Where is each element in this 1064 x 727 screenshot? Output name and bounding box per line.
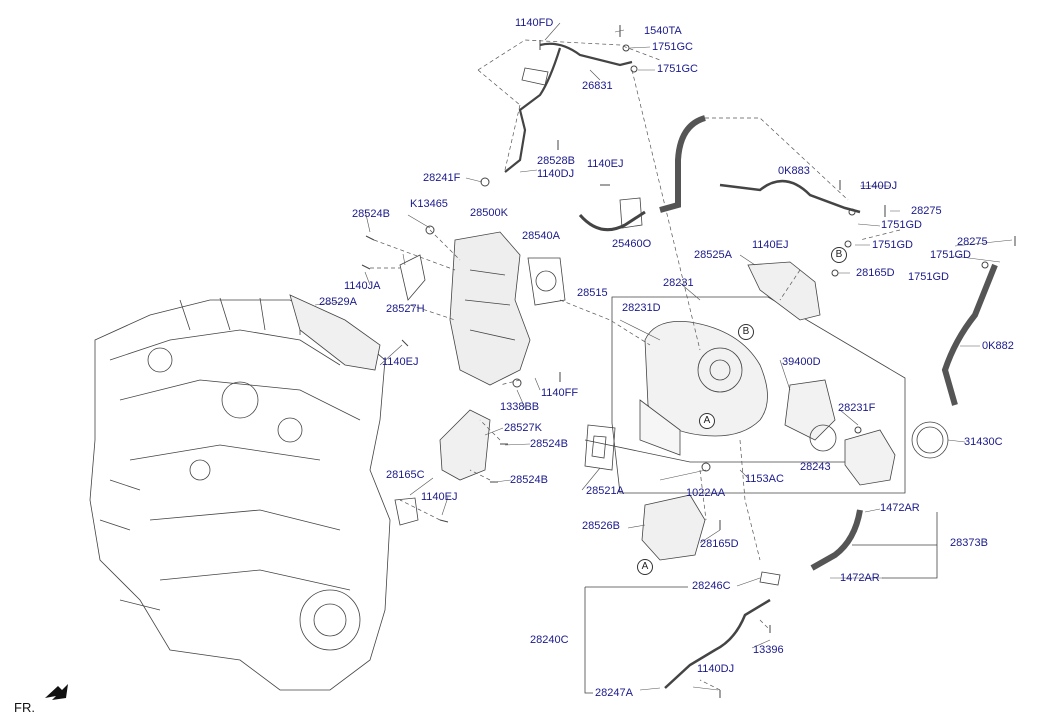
part-label-1140DJ[interactable]: 1140DJ — [697, 663, 735, 675]
part-label-28527K[interactable]: 28527K — [504, 422, 542, 434]
part-label-28524B[interactable]: 28524B — [530, 438, 568, 450]
part-label-28231[interactable]: 28231 — [663, 277, 694, 289]
part-label-28528B[interactable]: 28528B — [537, 155, 575, 167]
part-label-28231D[interactable]: 28231D — [622, 302, 661, 314]
part-label-28241F[interactable]: 28241F — [423, 172, 461, 184]
part-label-0K883[interactable]: 0K883 — [778, 165, 810, 177]
part-label-1140DJ[interactable]: 1140DJ — [860, 180, 898, 192]
part-label-28231F[interactable]: 28231F — [838, 402, 876, 414]
part-label-39400D[interactable]: 39400D — [782, 356, 821, 368]
part-label-28540A[interactable]: 28540A — [522, 230, 560, 242]
part-label-1153AC[interactable]: 1153AC — [745, 473, 784, 485]
part-label-28526B[interactable]: 28526B — [582, 520, 620, 532]
part-label-1140FF[interactable]: 1140FF — [541, 387, 579, 399]
part-label-1140DJ[interactable]: 1140DJ — [537, 168, 575, 180]
part-label-1472AR[interactable]: 1472AR — [840, 572, 880, 584]
part-label-28524B[interactable]: 28524B — [352, 208, 390, 220]
part-label-1140EJ[interactable]: 1140EJ — [382, 356, 419, 368]
part-label-1751GD[interactable]: 1751GD — [930, 249, 971, 261]
part-label-1140EJ[interactable]: 1140EJ — [587, 158, 624, 170]
part-label-28373B[interactable]: 28373B — [950, 537, 988, 549]
part-label-1472AR[interactable]: 1472AR — [880, 502, 920, 514]
front-direction-label: FR. — [14, 700, 35, 715]
reference-marker-b: B — [831, 247, 847, 263]
part-label-28525A[interactable]: 28525A — [694, 249, 732, 261]
part-label-1751GD[interactable]: 1751GD — [908, 271, 949, 283]
part-label-1540TA[interactable]: 1540TA — [644, 25, 682, 37]
part-label-1751GD[interactable]: 1751GD — [881, 219, 922, 231]
part-label-28165C[interactable]: 28165C — [386, 469, 425, 481]
part-label-28243[interactable]: 28243 — [800, 461, 831, 473]
part-label-28524B[interactable]: 28524B — [510, 474, 548, 486]
part-label-0K882[interactable]: 0K882 — [982, 340, 1014, 352]
part-label-1140FD[interactable]: 1140FD — [515, 17, 554, 29]
part-label-28275[interactable]: 28275 — [957, 236, 988, 248]
part-label-28247A[interactable]: 28247A — [595, 687, 633, 699]
part-label-28515[interactable]: 28515 — [577, 287, 608, 299]
part-label-K13465[interactable]: K13465 — [410, 198, 448, 210]
part-label-31430C[interactable]: 31430C — [964, 436, 1003, 448]
part-label-28521A[interactable]: 28521A — [586, 485, 624, 497]
part-label-28240C[interactable]: 28240C — [530, 634, 569, 646]
part-label-13396[interactable]: 13396 — [753, 644, 784, 656]
reference-marker-b: B — [738, 324, 754, 340]
part-label-28165D[interactable]: 28165D — [856, 267, 895, 279]
part-label-28527H[interactable]: 28527H — [386, 303, 425, 315]
part-label-26831[interactable]: 26831 — [582, 80, 613, 92]
part-label-1751GD[interactable]: 1751GD — [872, 239, 913, 251]
part-label-1338BB[interactable]: 1338BB — [500, 401, 540, 413]
front-direction-arrow — [45, 684, 68, 700]
part-label-1751GC[interactable]: 1751GC — [657, 63, 698, 75]
part-label-1022AA[interactable]: 1022AA — [686, 487, 726, 499]
part-label-28246C[interactable]: 28246C — [692, 580, 731, 592]
part-label-28165D[interactable]: 28165D — [700, 538, 739, 550]
reference-marker-a: A — [637, 559, 653, 575]
part-label-1140EJ[interactable]: 1140EJ — [752, 239, 789, 251]
part-label-25460O[interactable]: 25460O — [612, 238, 652, 250]
reference-marker-a: A — [699, 413, 715, 429]
part-label-28275[interactable]: 28275 — [911, 205, 942, 217]
part-label-28500K[interactable]: 28500K — [470, 207, 508, 219]
part-label-1751GC[interactable]: 1751GC — [652, 41, 693, 53]
part-label-1140EJ[interactable]: 1140EJ — [421, 491, 458, 503]
part-label-28529A[interactable]: 28529A — [319, 296, 357, 308]
part-label-1140JA[interactable]: 1140JA — [344, 280, 381, 292]
